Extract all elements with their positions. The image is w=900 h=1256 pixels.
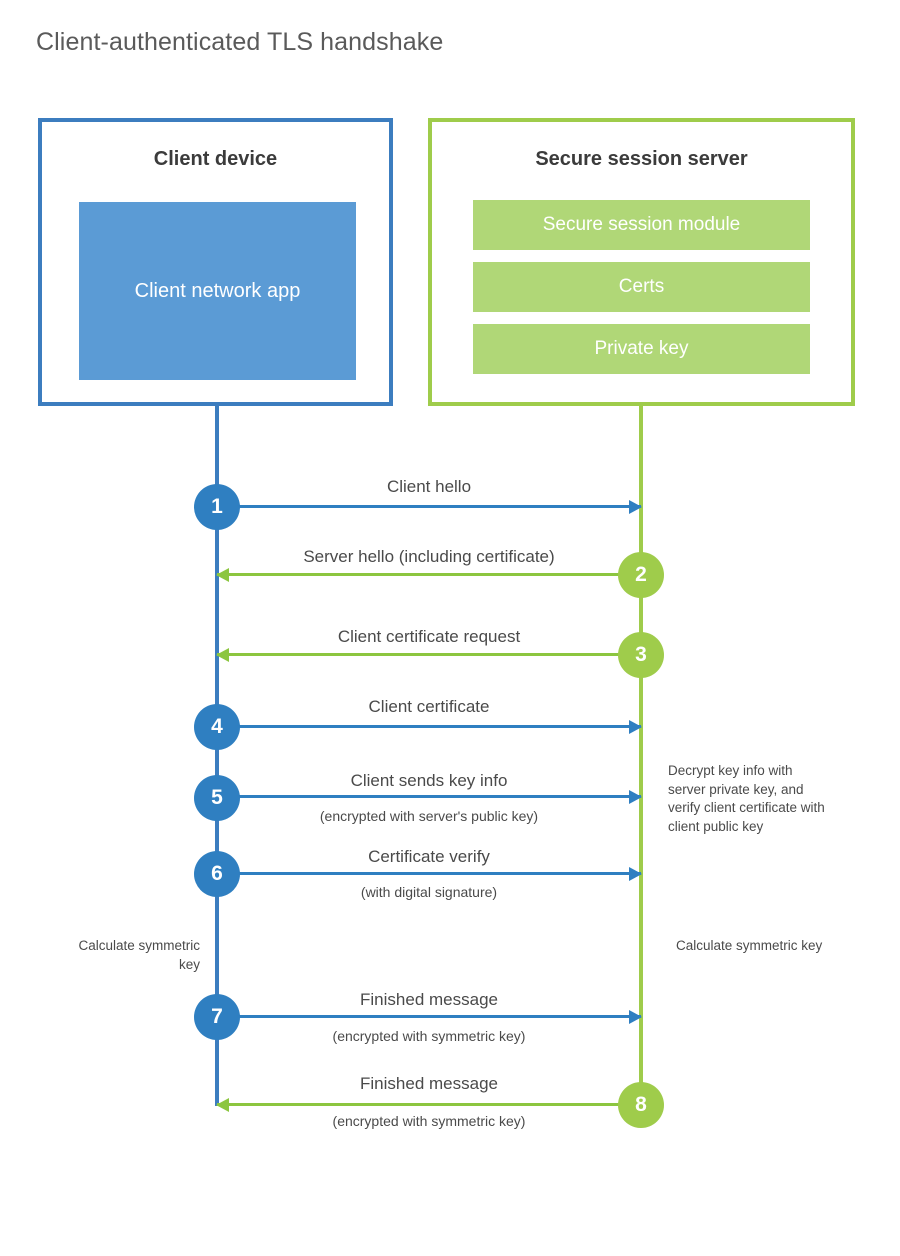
secure-session-server-title: Secure session server xyxy=(535,148,748,170)
step-6-sublabel: (with digital signature) xyxy=(360,884,498,900)
page-title: Client-authenticated TLS handshake xyxy=(36,28,444,56)
arrowhead-icon xyxy=(216,567,229,582)
step-6-label: Certificate verify xyxy=(368,847,490,866)
step-3-badge: 3 xyxy=(618,632,664,678)
arrowhead-icon xyxy=(216,647,229,662)
step-7-sublabel: (encrypted with symmetric key) xyxy=(332,1028,526,1044)
server-decrypt-annotation: Decrypt key info with server private key… xyxy=(668,763,825,834)
server-calculate-symmetric-key-annotation: Calculate symmetric key xyxy=(676,938,823,953)
step-8-label: Finished message xyxy=(360,1074,498,1093)
arrowhead-icon xyxy=(629,789,642,804)
step-8-badge: 8 xyxy=(618,1082,664,1128)
arrowhead-icon xyxy=(629,719,642,734)
step-7-arrow xyxy=(217,1009,642,1024)
step-6-badge: 6 xyxy=(194,851,240,897)
step-5-label: Client sends key info xyxy=(350,771,508,790)
arrowhead-icon xyxy=(629,866,642,881)
step-3-label: Client certificate request xyxy=(337,627,521,646)
step-1-label: Client hello xyxy=(386,477,472,496)
arrowhead-icon xyxy=(629,499,642,514)
step-2-badge: 2 xyxy=(618,552,664,598)
server-component-secure-session-module: Secure session module xyxy=(473,200,810,250)
step-6-arrow xyxy=(217,866,642,881)
client-device-box: Client device Client network app xyxy=(38,118,393,406)
server-component-certs: Certs xyxy=(473,262,810,312)
step-8-sublabel: (encrypted with symmetric key) xyxy=(332,1113,526,1129)
client-lifeline xyxy=(215,406,219,1106)
step-8-arrow xyxy=(216,1097,641,1112)
step-7-badge: 7 xyxy=(194,994,240,1040)
step-5-sublabel: (encrypted with server's public key) xyxy=(319,808,539,824)
arrowhead-icon xyxy=(629,1009,642,1024)
step-7-label: Finished message xyxy=(360,990,498,1009)
server-lifeline xyxy=(639,406,643,1106)
client-calculate-symmetric-key-annotation: Calculate symmetric key xyxy=(78,938,200,972)
step-2-label: Server hello (including certificate) xyxy=(303,547,555,566)
step-5-arrow xyxy=(217,789,642,804)
client-device-title: Client device xyxy=(153,148,278,170)
step-2-arrow xyxy=(216,567,641,582)
step-5-badge: 5 xyxy=(194,775,240,821)
secure-session-server-box: Secure session server Secure session mod… xyxy=(428,118,855,406)
step-3-arrow xyxy=(216,647,641,662)
step-4-label: Client certificate xyxy=(368,697,490,716)
step-4-badge: 4 xyxy=(194,704,240,750)
step-4-arrow xyxy=(217,719,642,734)
server-component-private-key: Private key xyxy=(473,324,810,374)
step-1-badge: 1 xyxy=(194,484,240,530)
arrowhead-icon xyxy=(216,1097,229,1112)
client-network-app-block: Client network app xyxy=(79,202,356,380)
step-1-arrow xyxy=(217,499,642,514)
